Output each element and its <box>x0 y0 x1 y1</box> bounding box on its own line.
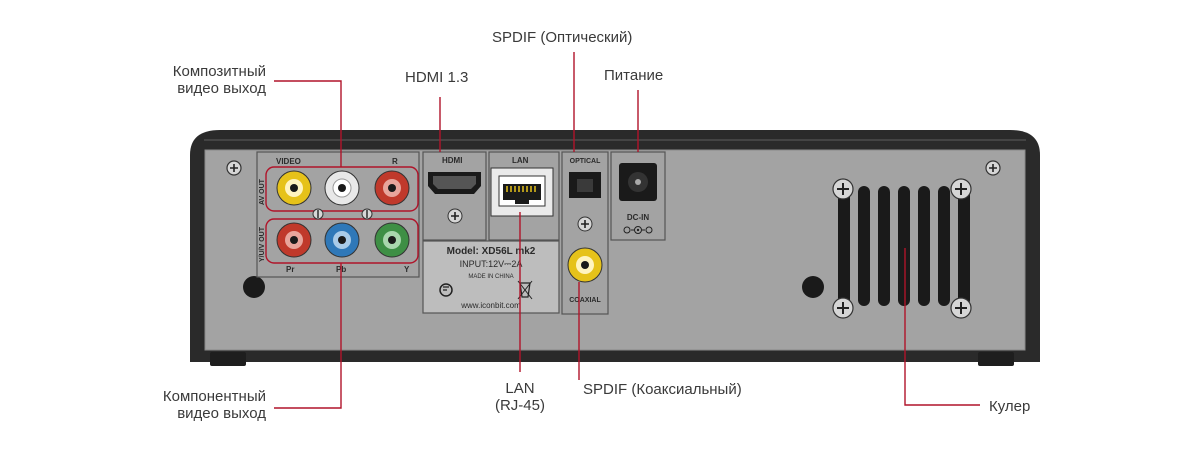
rca-coaxial-port <box>567 247 603 283</box>
mounting-hole-right <box>802 276 824 298</box>
screw-icon <box>312 208 324 220</box>
callout-composite-video: Композитный видео выход <box>110 63 266 97</box>
mounting-hole-left <box>243 276 265 298</box>
label-hdmi: HDMI <box>442 156 462 165</box>
screw-icon <box>832 297 854 319</box>
callout-component-video: Компонентный видео выход <box>110 388 266 422</box>
rca-y-green <box>374 222 410 258</box>
callout-spdif-coaxial: SPDIF (Коаксиальный) <box>583 381 742 398</box>
rca-pr-red <box>276 222 312 258</box>
callout-hdmi: HDMI 1.3 <box>405 69 469 86</box>
lan-block <box>488 151 560 241</box>
label-pr: Pr <box>286 265 294 274</box>
fan-vent <box>838 186 970 306</box>
screw-icon <box>950 178 972 200</box>
sticker-url: www.iconbit.com <box>460 301 521 310</box>
hdmi-block <box>422 151 487 241</box>
label-yuv-out: Y/U/V OUT <box>259 226 266 262</box>
callout-line-component <box>274 263 342 409</box>
rca-audio-red <box>374 170 410 206</box>
callout-lines <box>274 52 980 409</box>
label-lan: LAN <box>512 156 529 165</box>
callout-spdif-optical: SPDIF (Оптический) <box>492 29 633 46</box>
callout-composite-line1: Композитный <box>172 63 266 80</box>
model-sticker <box>422 240 560 314</box>
screw-icon <box>226 160 242 176</box>
label-r: R <box>392 157 398 166</box>
screw-icon <box>577 216 593 232</box>
label-coaxial: COAXIAL <box>569 297 601 304</box>
label-video: VIDEO <box>276 157 301 166</box>
callout-composite-line2: видео выход <box>177 80 266 97</box>
foot-right <box>978 352 1014 366</box>
fcc-icon <box>439 283 453 297</box>
component-highlight <box>265 218 419 264</box>
label-y: Y <box>404 265 410 274</box>
callout-lan: LAN (RJ-45) <box>470 380 570 414</box>
polarity-icon <box>623 226 653 234</box>
callout-lan-line2: (RJ-45) <box>494 397 545 414</box>
av-block <box>256 151 420 278</box>
sticker-model: Model: XD56L mk2 <box>447 246 536 257</box>
screw-icon <box>447 208 463 224</box>
optical-coax-block <box>561 151 609 315</box>
label-optical: OPTICAL <box>570 158 601 165</box>
foot-left <box>210 352 246 366</box>
screw-icon <box>361 208 373 220</box>
callout-line-cooler <box>904 248 980 406</box>
callout-component-line1: Компонентный <box>162 388 266 405</box>
rca-pb-blue <box>324 222 360 258</box>
sticker-input: INPUT:12V⎓2A <box>460 259 523 269</box>
callout-power: Питание <box>604 67 664 84</box>
rca-video-yellow <box>276 170 312 206</box>
screw-icon <box>950 297 972 319</box>
callout-component-line2: видео выход <box>177 405 266 422</box>
sticker-made-in: MADE IN CHINA <box>468 274 513 280</box>
label-dc-in: DC-IN <box>627 213 649 222</box>
composite-highlight <box>265 166 419 212</box>
screw-icon <box>832 178 854 200</box>
callout-line-composite <box>274 80 342 167</box>
rca-audio-white <box>324 170 360 206</box>
callout-cooler: Кулер <box>989 398 1031 415</box>
label-av-out: AV OUT <box>259 178 266 205</box>
screw-icon <box>985 160 1001 176</box>
callout-lan-line1: LAN <box>505 380 535 397</box>
